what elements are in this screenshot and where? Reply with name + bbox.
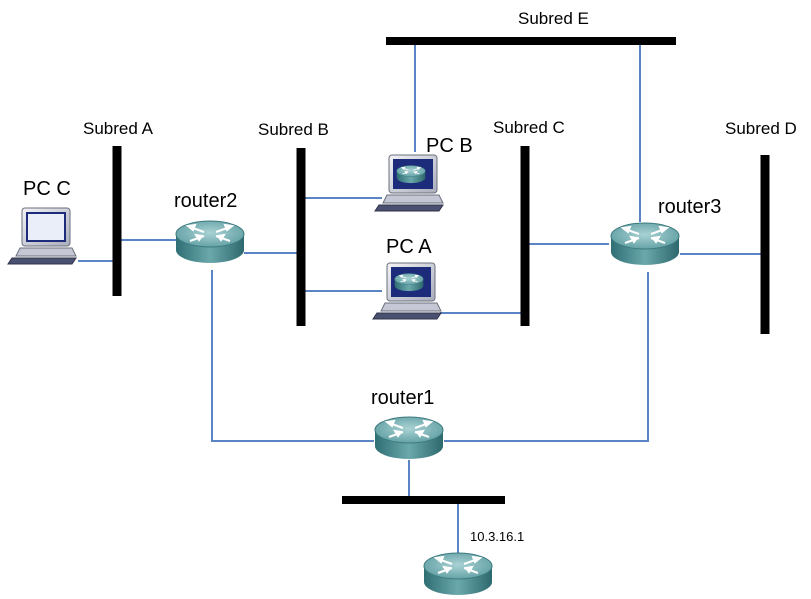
router1-label: router1: [371, 387, 434, 409]
links: [78, 42, 765, 556]
subnet-e-label: Subred E: [518, 9, 589, 28]
link-router2-router1: [211, 270, 374, 442]
pc-c-label: PC C: [23, 178, 71, 200]
pc-a-label: PC A: [386, 236, 432, 258]
link-router3-router1: [444, 272, 649, 442]
subnet-d-label: Subred D: [725, 119, 797, 138]
pc-a-icon[interactable]: [372, 262, 442, 320]
subnet-buses: [112, 37, 770, 504]
external-router-icon[interactable]: [423, 552, 493, 596]
ip-address-label: 10.3.16.1: [470, 529, 524, 544]
router3-icon[interactable]: [610, 222, 680, 266]
subnet-c-label: Subred C: [493, 118, 565, 137]
pc-c-icon[interactable]: [7, 207, 77, 265]
subnet-b-label: Subred B: [258, 120, 329, 139]
pc-b-label: PC B: [426, 135, 473, 157]
router2-label: router2: [174, 190, 237, 212]
pc-b-icon[interactable]: [374, 154, 444, 212]
router3-label: router3: [658, 196, 721, 218]
router1-icon[interactable]: [374, 416, 444, 460]
labels: Subred E Subred A Subred B Subred C Subr…: [23, 9, 797, 544]
subnet-a-label: Subred A: [83, 119, 154, 138]
router2-icon[interactable]: [175, 220, 245, 264]
